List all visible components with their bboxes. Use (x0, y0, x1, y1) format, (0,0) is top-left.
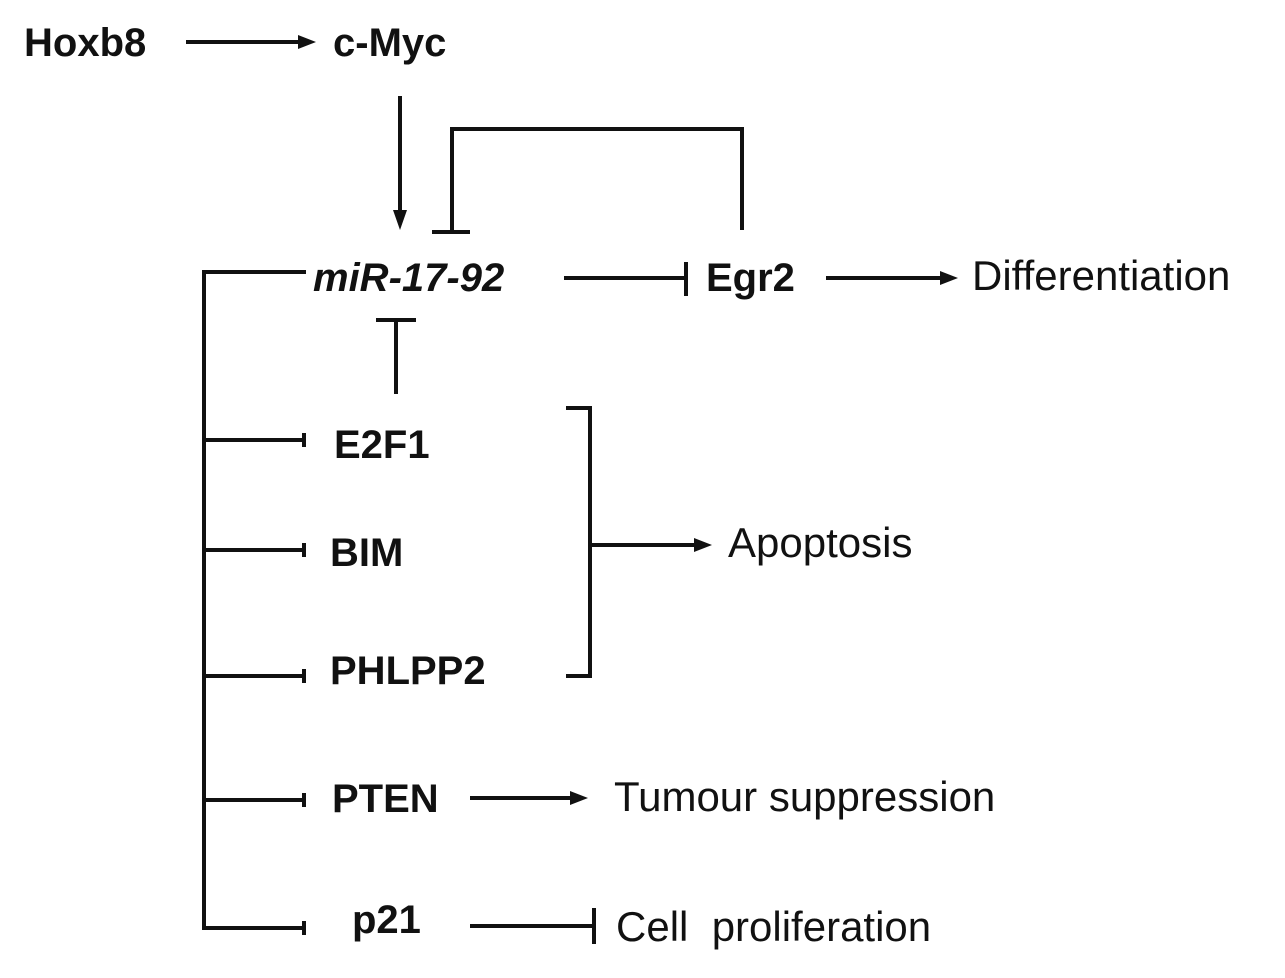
edge-mir-inhibits-pten (204, 793, 306, 807)
edge-egr2-inhibits-mir (432, 127, 744, 234)
edge-hoxb8-to-cmyc (186, 35, 316, 49)
edge-mir-inhibits-e2f1 (204, 433, 306, 447)
bracket-apoptosis-group (566, 406, 592, 678)
node-phlpp2: PHLPP2 (330, 649, 486, 693)
edge-egr2-to-differentiation (826, 271, 958, 285)
node-mir-17-92: miR-17-92 (313, 256, 504, 300)
edge-mir-inhibits-egr2 (564, 262, 688, 296)
node-hoxb8: Hoxb8 (24, 21, 146, 65)
outcome-apoptosis: Apoptosis (728, 519, 912, 566)
edge-e2f1-inhibits-mir (376, 318, 416, 394)
edge-mir-inhibits-bim (204, 543, 306, 557)
node-bim: BIM (330, 531, 403, 575)
edge-p21-inhibits-cell-proliferation (470, 908, 596, 944)
node-p21: p21 (352, 898, 421, 942)
outcome-tumour-suppression: Tumour suppression (614, 773, 995, 820)
node-pten: PTEN (332, 777, 439, 821)
outcome-cell-proliferation: Cell proliferation (616, 903, 931, 950)
edge-cmyc-to-mir (393, 96, 407, 230)
node-e2f1: E2F1 (334, 423, 430, 467)
edge-mir-inhibits-p21 (204, 921, 306, 935)
node-cmyc: c-Myc (333, 21, 446, 65)
edge-mir-target-trunk (202, 270, 306, 930)
outcome-differentiation: Differentiation (972, 252, 1230, 299)
edge-group-to-apoptosis (590, 538, 712, 552)
edge-mir-inhibits-phlpp2 (204, 669, 306, 683)
edge-pten-to-tumour-suppression (470, 791, 588, 805)
node-egr2: Egr2 (706, 256, 795, 300)
